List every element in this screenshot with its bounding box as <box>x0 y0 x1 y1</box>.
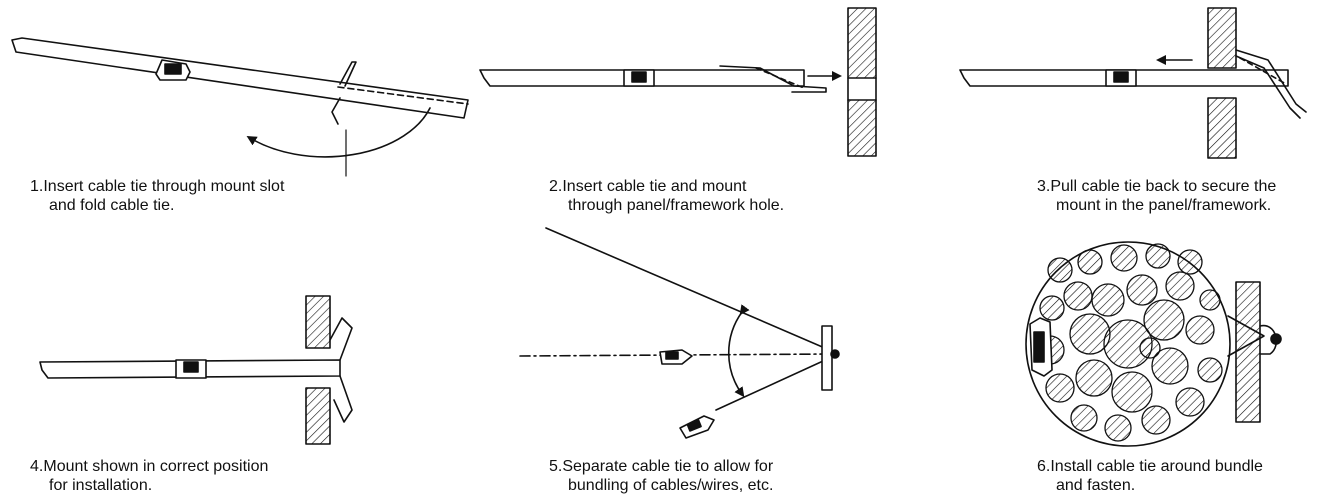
step5-lower-strap <box>715 355 835 411</box>
step1-cable-tie <box>11 37 469 119</box>
step5-swing-arrow <box>728 304 750 398</box>
step4-panel <box>305 295 331 445</box>
step6-mount <box>1029 317 1053 377</box>
step5-pivot <box>830 349 840 359</box>
step3-illustration <box>959 7 1307 159</box>
step5-mount-lower <box>679 415 715 439</box>
step6-panel <box>1235 281 1261 423</box>
step5-mount-upper <box>659 349 693 365</box>
step3-cable-tie <box>959 49 1307 119</box>
step2-illustration <box>479 7 877 157</box>
step1-caption: 1Insert cable tie through mount slot and… <box>30 177 284 215</box>
step6-caption: 6Install cable tie around bundle and fas… <box>1037 457 1263 495</box>
step4-caption: 4Mount shown in correct position for ins… <box>30 457 268 495</box>
step5-upper-strap <box>545 227 835 353</box>
step6-illustration <box>1025 241 1282 447</box>
step5-panel <box>821 325 833 391</box>
step2-cable-tie <box>479 65 827 93</box>
step6-wires <box>1035 243 1223 442</box>
step4-cable-tie <box>39 317 353 423</box>
step5-caption: 5Separate cable tie to allow for bundlin… <box>549 457 773 495</box>
step1-illustration <box>11 37 469 177</box>
step2-panel <box>847 7 877 157</box>
step6-fastener <box>1270 333 1282 345</box>
step3-caption: 3Pull cable tie back to secure the mount… <box>1037 177 1276 215</box>
step1-fold-arrow <box>246 107 431 158</box>
step3-panel <box>1207 7 1237 159</box>
step1-mount <box>155 59 357 125</box>
step6-tie-tail <box>1227 315 1265 357</box>
step5-illustration <box>519 227 840 439</box>
step2-caption: 2Insert cable tie and mount through pane… <box>549 177 784 215</box>
step4-illustration <box>39 295 353 445</box>
